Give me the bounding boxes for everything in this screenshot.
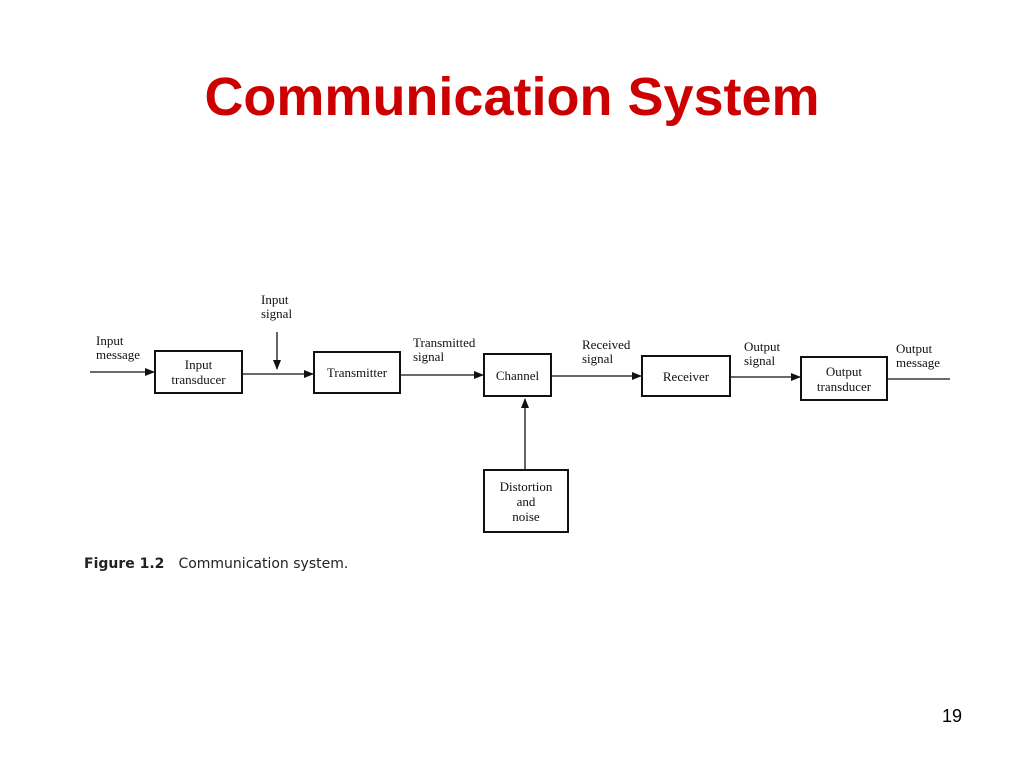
label-line: Output [744,339,781,354]
label-line: message [896,355,941,370]
block-label-line: transducer [171,372,226,387]
block-label-line: Input [184,357,213,372]
block-label-line: Distortion [499,478,553,494]
figure-caption: Figure 1.2 Communication system. [84,556,348,572]
label-line: message [96,347,141,362]
figure-number: Figure 1.2 [84,556,165,572]
block-label-line: Transmitter [326,365,388,380]
block-transmitter: Transmitter [313,351,401,394]
label-line: Input [96,333,124,348]
slide-title: Communication System [204,67,820,127]
figure-caption-text: Communication system. [178,556,349,572]
label-line: Transmitted [413,335,476,350]
label-line: Received [582,337,631,352]
block-receiver: Receiver [641,355,731,397]
label-line: signal [582,351,614,366]
label-line: signal [261,306,293,321]
label-line: Output [896,341,933,356]
block-label-line: Channel [495,367,540,383]
page-number: 19 [941,706,962,726]
block-label-line: noise [512,508,540,524]
block-channel: Channel [483,353,552,397]
block-label-line: Output [825,363,863,379]
connector-lines [90,332,950,469]
block-label-line: and [516,493,536,509]
block-label-line: Receiver [662,368,710,384]
label-line: Input [261,292,289,307]
block-label-line: transducer [816,378,872,394]
label-line: signal [413,349,445,364]
label-line: signal [744,353,776,368]
